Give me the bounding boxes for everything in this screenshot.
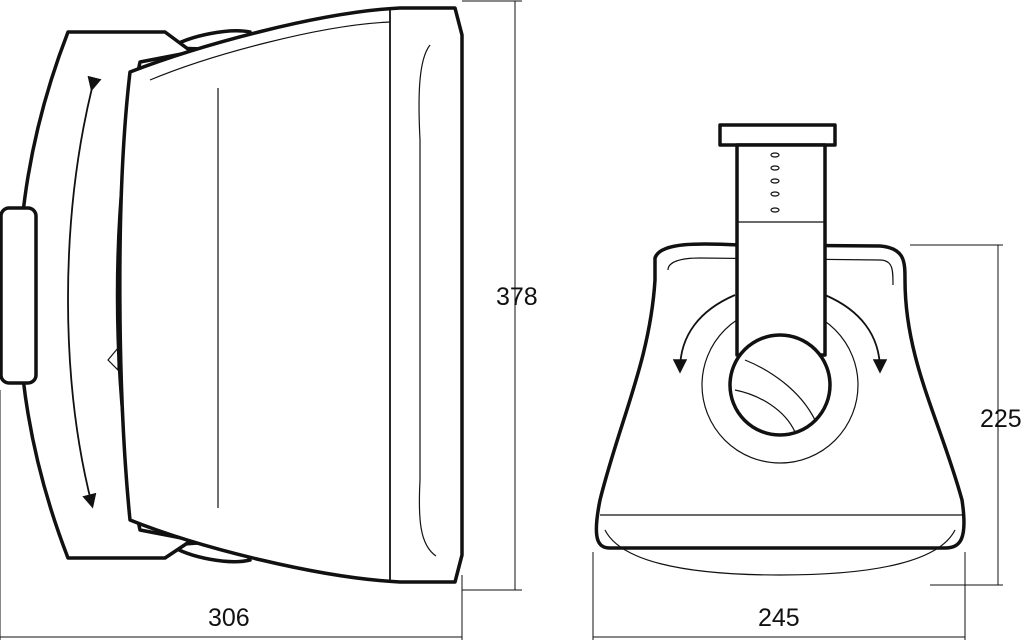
front-dimensions [592, 244, 1003, 640]
side-height-label: 378 [496, 283, 538, 311]
adjustment-holes [770, 152, 780, 213]
front-height-label: 225 [980, 405, 1022, 433]
side-depth-label: 306 [208, 604, 250, 632]
rotate-arrow-right [824, 294, 888, 374]
speaker-body [118, 6, 464, 584]
adjustment-knob [0, 206, 38, 385]
rotate-arrow-left [672, 294, 736, 374]
side-view [0, 6, 464, 584]
swivel-joint [728, 333, 832, 437]
front-width-label: 245 [758, 604, 800, 632]
tilt-arrow [67, 75, 102, 509]
side-dimensions [0, 0, 522, 640]
bracket-arm [735, 143, 827, 357]
front-view [594, 123, 966, 576]
bracket-plate [718, 123, 837, 147]
